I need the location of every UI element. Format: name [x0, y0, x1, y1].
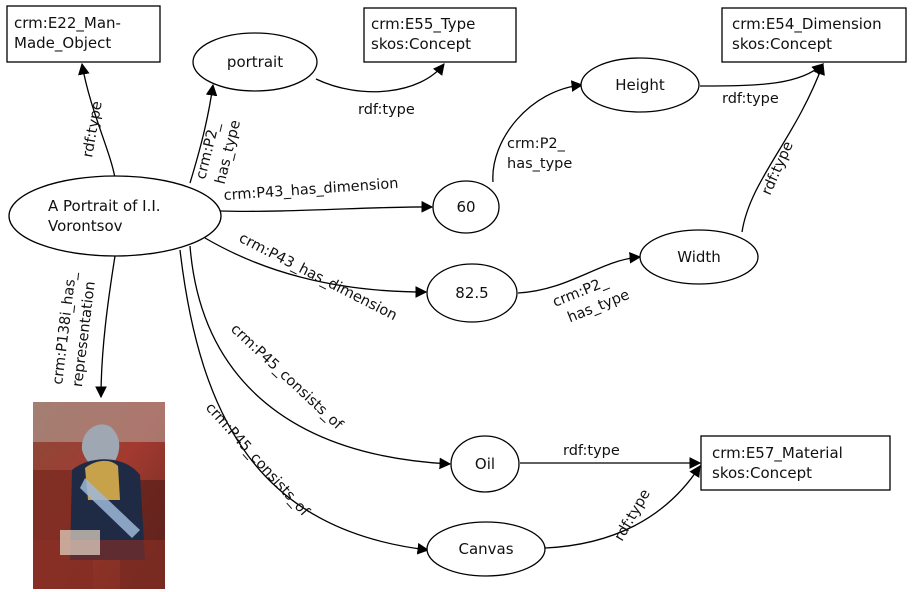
node-height: Height: [580, 57, 700, 113]
edge-main-to-e22: [78, 62, 116, 179]
node-main-object: A Portrait of I.I.Vorontsov: [8, 175, 222, 257]
edge-main-to-60: [219, 200, 434, 213]
label-canvas-to-e57: rdf:type: [612, 487, 654, 544]
svg-text:portrait: portrait: [227, 53, 283, 71]
label-main-to-e22: rdf:type: [80, 100, 106, 159]
edges: [78, 62, 825, 555]
edge-portrait-to-e55: [315, 63, 445, 93]
label-width-to-e54: rdf:type: [759, 139, 797, 197]
edge-canvas-to-e57: [544, 465, 701, 549]
svg-text:crm:E22_Man-Made_Object: crm:E22_Man-Made_Object: [14, 14, 121, 53]
svg-text:60: 60: [456, 198, 475, 216]
node-portrait-type: portrait: [192, 32, 318, 92]
svg-text:Canvas: Canvas: [458, 540, 513, 558]
label-main-to-82-5: crm:P43_has_dimension: [236, 230, 399, 324]
node-oil: Oil: [450, 435, 520, 493]
node-value-82-5: 82.5: [426, 263, 518, 323]
svg-text:Width: Width: [677, 248, 721, 266]
label-main-to-60: crm:P43_has_dimension: [223, 176, 399, 204]
svg-text:Height: Height: [615, 76, 665, 94]
svg-text:Oil: Oil: [475, 455, 495, 473]
edge-height-to-e54: [699, 63, 824, 87]
painting-thumbnail: [33, 402, 165, 589]
node-width: Width: [639, 229, 759, 285]
label-oil-to-e57: rdf:type: [563, 443, 620, 459]
label-main-to-oil: crm:P45_consists_of: [227, 321, 346, 433]
edge-main-to-82-5: [204, 237, 428, 298]
label-main-to-canvas: crm:P45_consists_of: [202, 400, 313, 520]
label-82-5-to-width: crm:P2_ has_type: [551, 268, 632, 329]
edge-main-to-canvas: [179, 249, 430, 555]
svg-text:A Portrait of I.I.Vorontsov: A Portrait of I.I.Vorontsov: [48, 197, 161, 235]
label-main-to-image: crm:P138i_has_ representation: [50, 267, 100, 388]
edge-main-to-portrait: [189, 83, 218, 184]
label-main-to-portrait: crm:P2_ has_type: [193, 114, 244, 186]
node-e22: crm:E22_Man-Made_Object: [6, 5, 161, 63]
edge-main-to-image: [95, 255, 116, 399]
edge-width-to-e54: [741, 62, 825, 233]
edge-60-to-height: [492, 80, 584, 183]
label-height-to-e54: rdf:type: [722, 91, 779, 107]
edge-82-5-to-width: [517, 251, 642, 294]
edge-main-to-oil: [189, 245, 452, 470]
svg-text:82.5: 82.5: [455, 284, 488, 302]
instance-nodes: portrait A Portrait of I.I.Vorontsov Hei…: [8, 32, 759, 577]
node-canvas: Canvas: [426, 521, 546, 577]
label-60-to-height: crm:P2_ has_type: [507, 136, 572, 172]
node-value-60: 60: [432, 180, 500, 234]
label-portrait-to-e55: rdf:type: [358, 102, 415, 118]
